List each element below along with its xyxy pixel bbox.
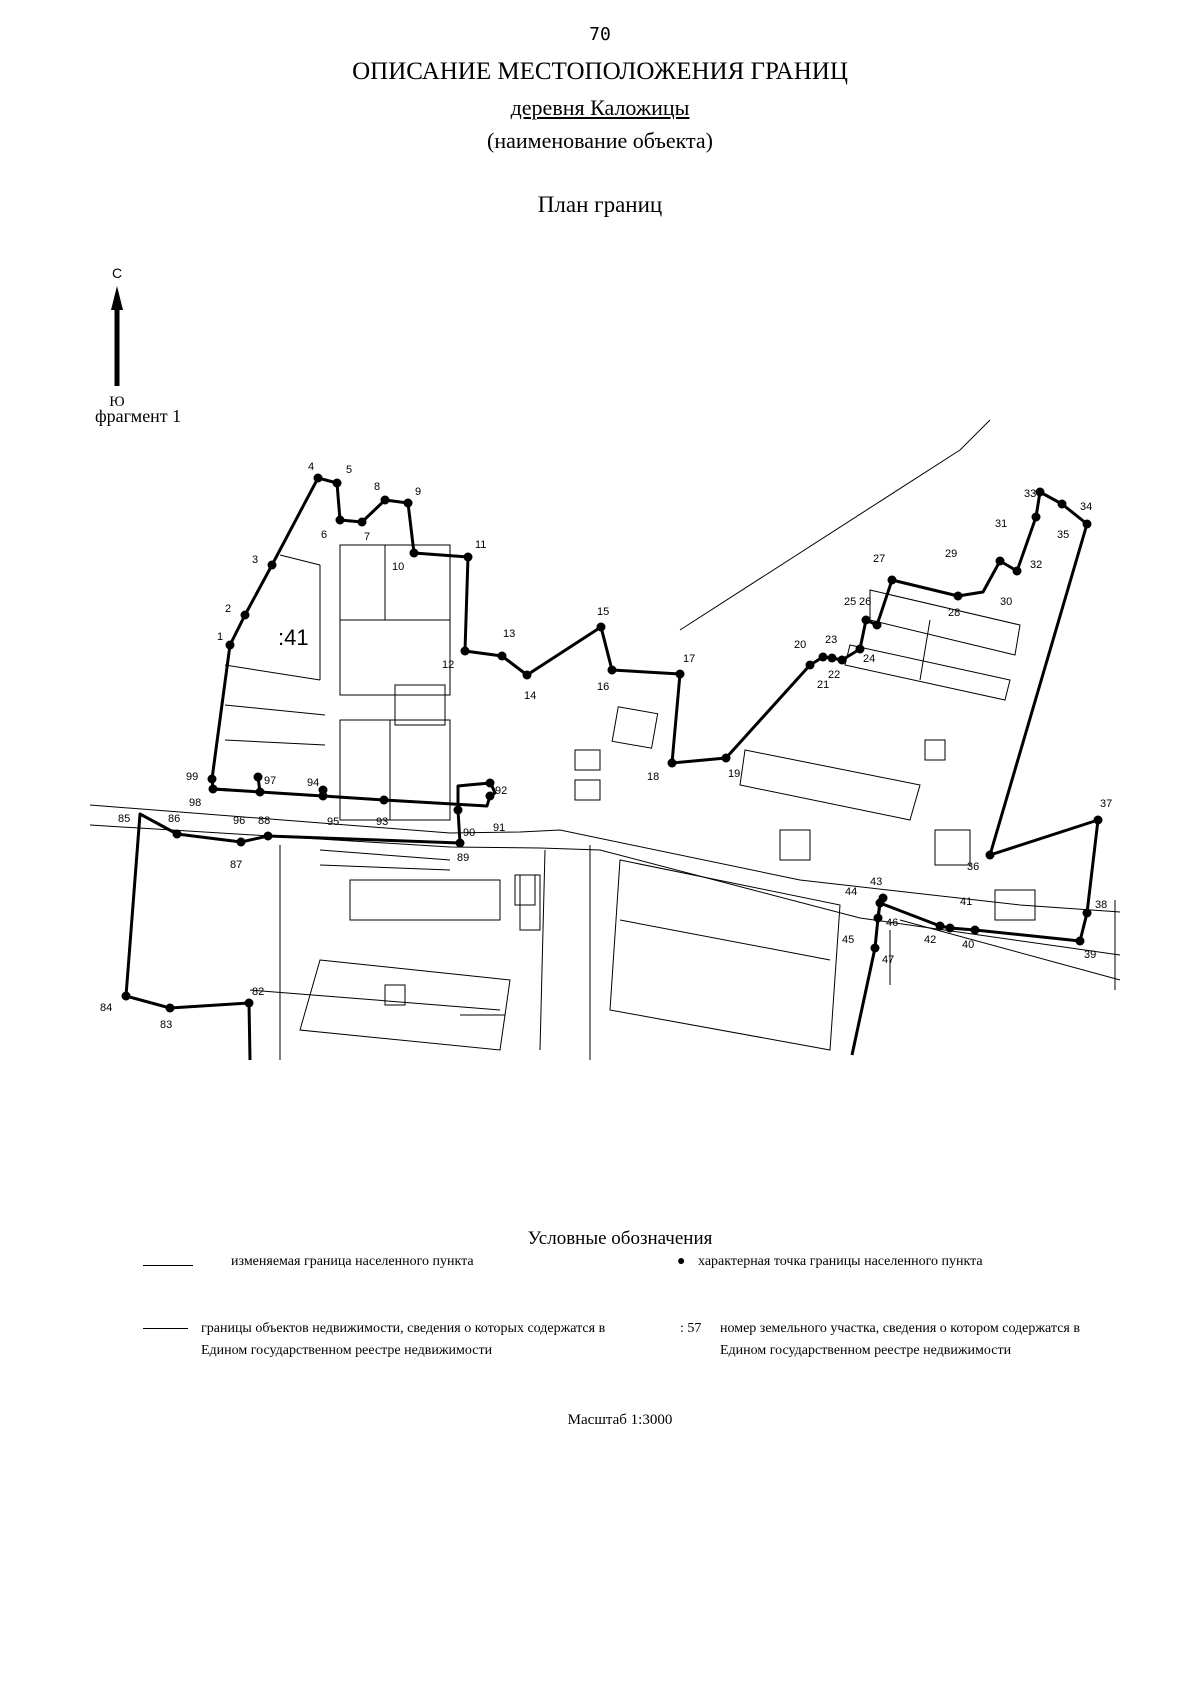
point-label: 44 [845, 886, 857, 898]
boundary-point-labels: 1 2 3 4 5 6 7 8 9 10 11 12 13 14 15 16 1… [100, 461, 1112, 1031]
legend-item-point: характерная точка границы населенного пу… [698, 1254, 983, 1269]
point-label: 28 [948, 607, 960, 619]
legend-item-boundary: изменяемая граница населенного пункта [231, 1254, 474, 1269]
map-scale: Масштаб 1:3000 [567, 1412, 673, 1428]
point-label: 95 [327, 816, 339, 828]
point-label: 96 [233, 815, 245, 827]
point-label: 38 [1095, 899, 1107, 911]
point-label: 87 [230, 859, 242, 871]
object-name: деревня Каложицы [0, 95, 1200, 121]
page-number: 70 [589, 24, 611, 45]
point-label: 17 [683, 653, 695, 665]
point-label: 46 [886, 917, 898, 929]
point-label: 30 [1000, 596, 1012, 608]
point-label: 18 [647, 771, 659, 783]
point-label: 2 [225, 603, 231, 615]
legend-parcel-symbol: : 57 [680, 1321, 702, 1336]
point-label: 4 [308, 461, 314, 473]
point-label: 91 [493, 822, 505, 834]
boundary-point-markers [121, 473, 1103, 1013]
point-label: 94 [307, 777, 319, 789]
point-label: 15 [597, 606, 609, 618]
legend-item-parcel: номер земельного участка, сведения о кот… [720, 1321, 1080, 1358]
point-label: 13 [503, 628, 515, 640]
point-label: 14 [524, 690, 536, 702]
point-label: 10 [392, 561, 404, 573]
point-label: 25 [844, 596, 856, 608]
point-label: 88 [258, 815, 270, 827]
point-label: 24 [863, 653, 875, 665]
legend-line-cadastral [143, 1328, 188, 1329]
point-label: 5 [346, 464, 352, 476]
point-label: 7 [364, 531, 370, 543]
point-label: 20 [794, 639, 806, 651]
point-label: 6 [321, 529, 327, 541]
point-label: 42 [924, 934, 936, 946]
point-label: 40 [962, 939, 974, 951]
point-label: 86 [168, 813, 180, 825]
point-label: 83 [160, 1019, 172, 1031]
parcel-label: :41 [278, 625, 309, 650]
point-label: 98 [189, 797, 201, 809]
point-label: 27 [873, 553, 885, 565]
legend-item-cadastral: границы объектов недвижимости, сведения … [201, 1321, 606, 1358]
point-label: 93 [376, 816, 388, 828]
point-label: 21 [817, 679, 829, 691]
point-label: 45 [842, 934, 854, 946]
point-label: 34 [1080, 501, 1092, 513]
point-label: 97 [264, 775, 276, 787]
point-label: 3 [252, 554, 258, 566]
point-label: 11 [475, 539, 486, 551]
point-label: 32 [1030, 559, 1042, 571]
point-label: 22 [828, 669, 840, 681]
point-label: 92 [495, 785, 507, 797]
fragment-label: фрагмент 1 [95, 406, 182, 426]
point-label: 8 [374, 481, 380, 493]
document-title: ОПИСАНИЕ МЕСТОПОЛОЖЕНИЯ ГРАНИЦ [352, 58, 848, 85]
plan-title: План границ [537, 192, 663, 217]
point-label: 84 [100, 1002, 112, 1014]
point-label: 19 [728, 768, 740, 780]
point-label: 39 [1084, 949, 1096, 961]
point-label: 12 [442, 659, 454, 671]
point-label: 26 [859, 596, 871, 608]
point-label: 37 [1100, 798, 1112, 810]
point-label: 41 [960, 896, 972, 908]
point-label: 85 [118, 813, 130, 825]
point-label: 9 [415, 486, 421, 498]
legend-title: Условные обозначения [527, 1228, 713, 1249]
object-name-text: деревня Каложицы [510, 95, 690, 120]
legend-line-boundary [143, 1265, 193, 1266]
point-label: 82 [252, 986, 264, 998]
point-label: 90 [463, 827, 475, 839]
point-label: 47 [882, 954, 894, 966]
point-label: 29 [945, 548, 957, 560]
point-label: 35 [1057, 529, 1069, 541]
object-caption: (наименование объекта) [487, 128, 713, 153]
background-cadastral-lines [89, 419, 1121, 1060]
legend-point-icon: ● [677, 1254, 686, 1269]
compass-north-label: С [112, 268, 122, 281]
point-label: 36 [967, 861, 979, 873]
point-label: 31 [995, 518, 1007, 530]
point-label: 43 [870, 876, 882, 888]
point-label: 99 [186, 771, 198, 783]
point-label: 23 [825, 634, 837, 646]
point-label: 89 [457, 852, 469, 864]
compass-south-label: Ю [109, 394, 124, 410]
point-label: 33 [1024, 488, 1036, 500]
north-arrow-icon: С Ю [109, 268, 124, 410]
point-label: 16 [597, 681, 609, 693]
point-label: 1 [217, 631, 223, 643]
